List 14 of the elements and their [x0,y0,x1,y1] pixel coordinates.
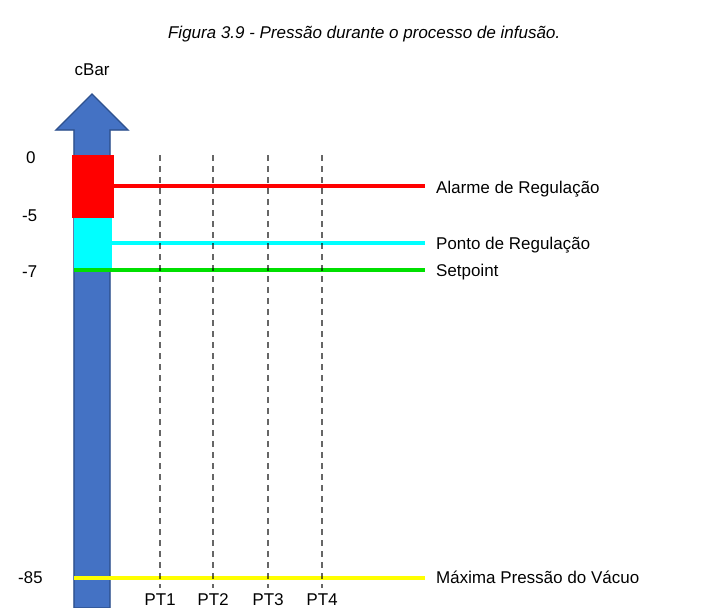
axis-label: PT3 [252,590,284,608]
axis-label: -5 [22,206,38,226]
axis-label: -7 [22,262,38,282]
axis-label: cBar [74,60,110,80]
axis-label: Ponto de Regulação [436,234,590,254]
axis-label: PT2 [197,590,229,608]
axis-label: PT1 [144,590,176,608]
axis-label: Setpoint [436,261,498,281]
axis-label: PT4 [306,590,338,608]
axis-label: 0 [26,148,36,168]
axis-label: Máxima Pressão do Vácuo [436,568,640,588]
figure-caption: Figura 3.9 - Pressão durante o processo de infusão. [166,22,562,44]
axis-label: Alarme de Regulação [436,178,600,198]
axis-label: -85 [18,568,43,588]
